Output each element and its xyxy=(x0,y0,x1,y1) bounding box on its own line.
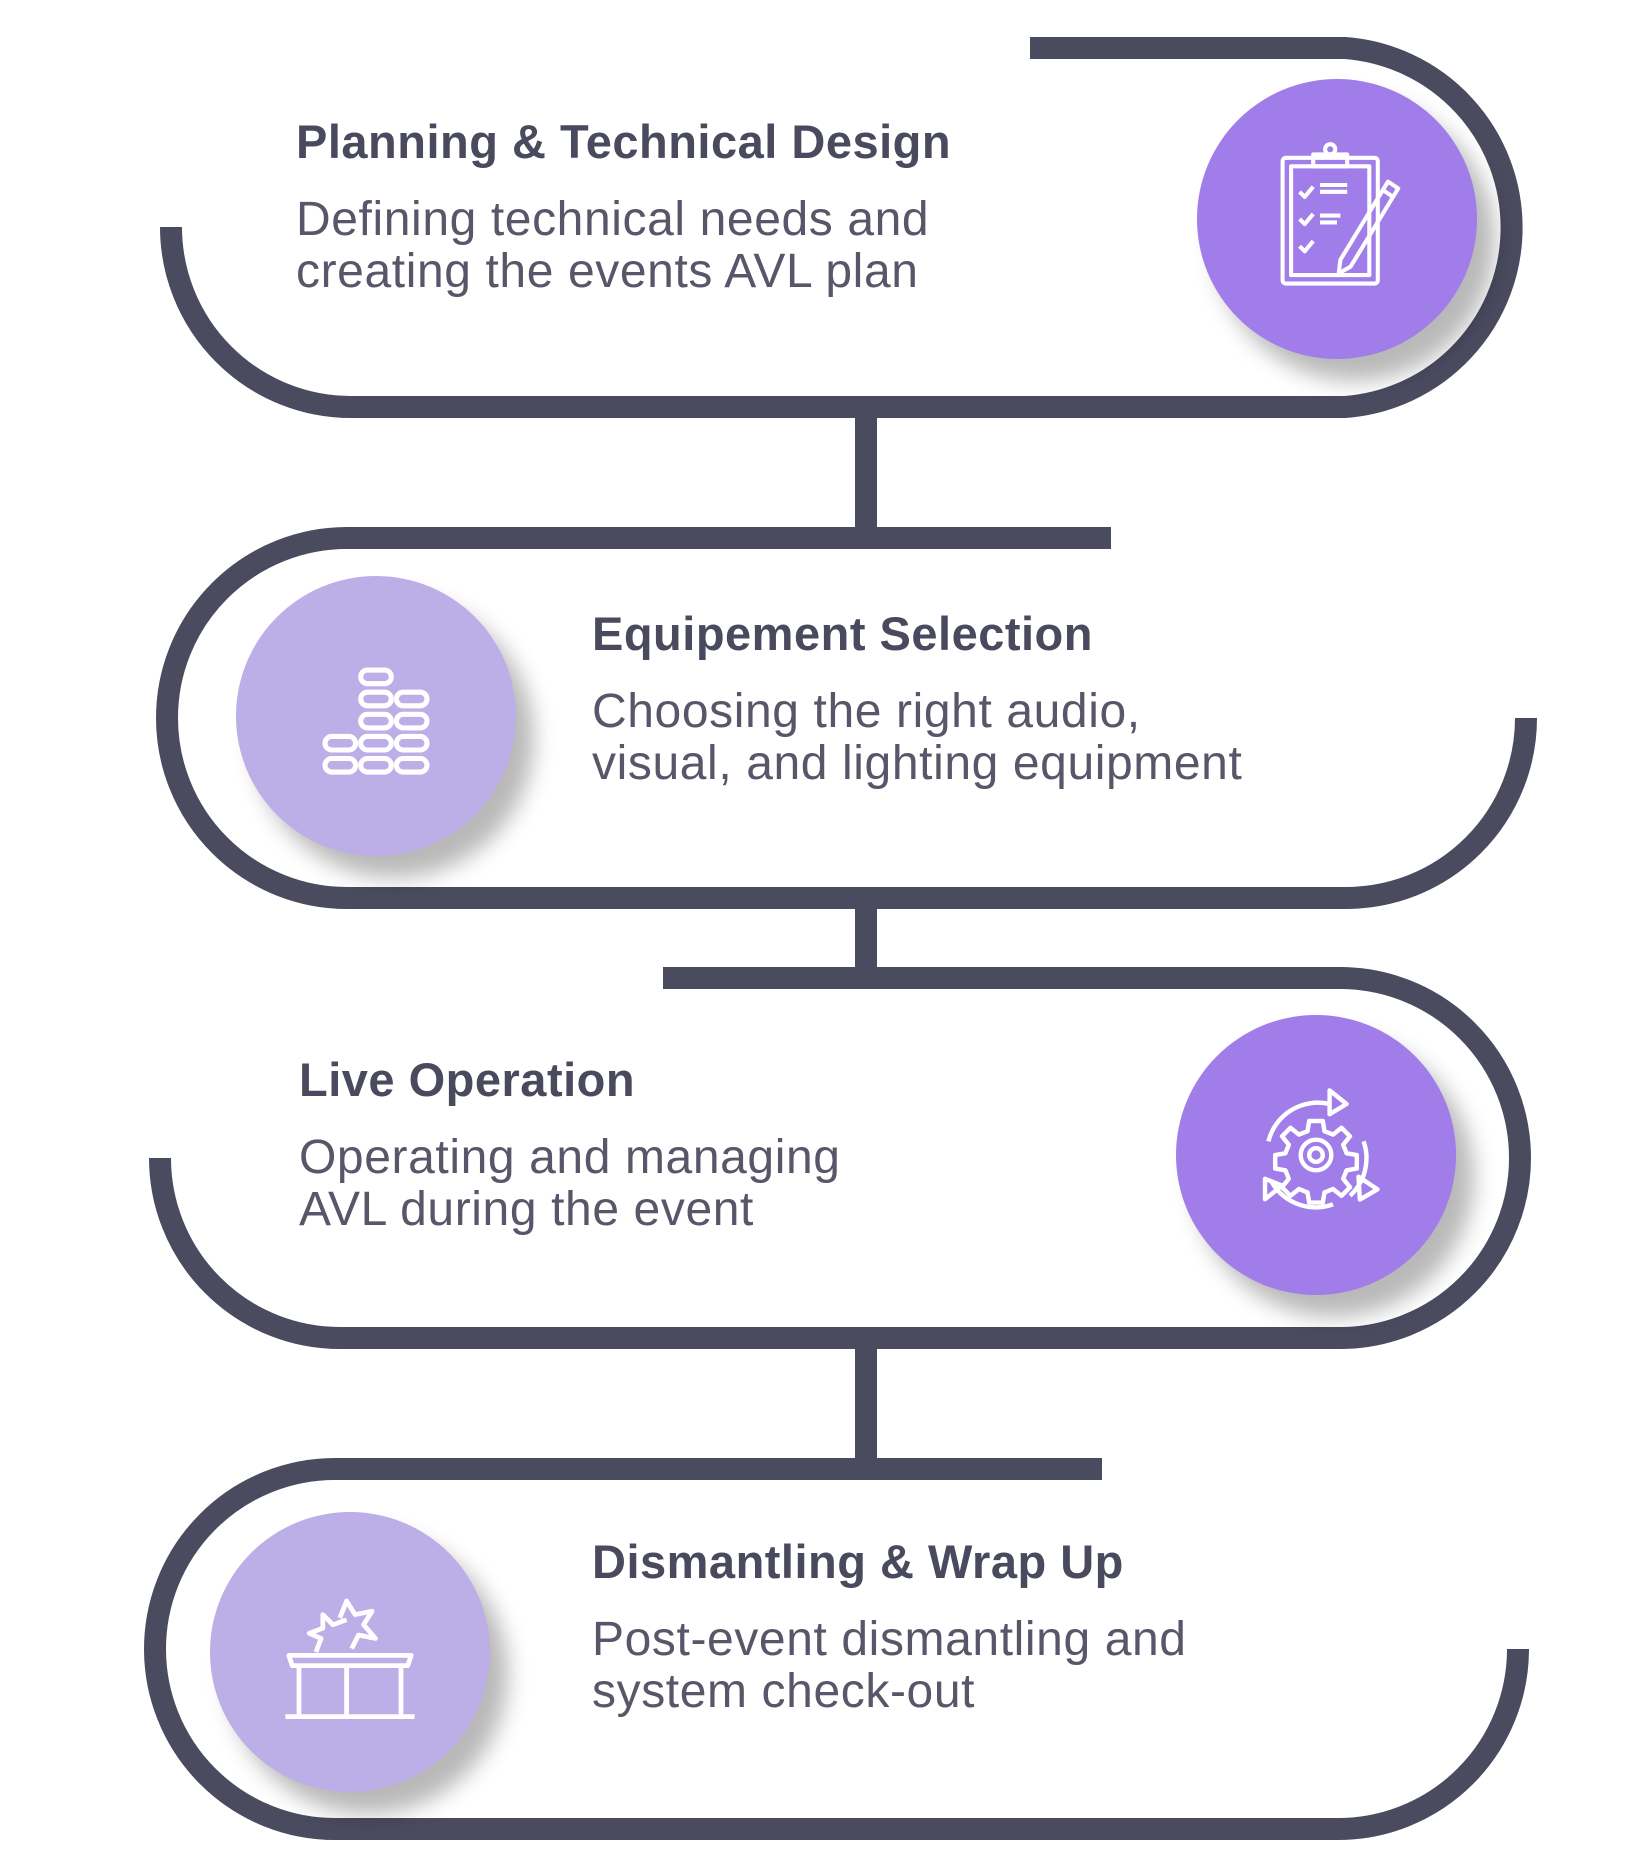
step-4-desc-line-2: system check-out xyxy=(592,1665,976,1718)
step-3-desc-line-1: Operating and managing xyxy=(299,1131,841,1184)
step-4-desc-line-1: Post-event dismantling and xyxy=(592,1613,1187,1666)
card-outline-2 xyxy=(156,527,1537,909)
equalizer-icon xyxy=(322,667,430,775)
step-1-icon-circle xyxy=(1197,79,1477,359)
step-3-title: Live Operation xyxy=(299,1053,636,1106)
open-box-icon xyxy=(285,1598,415,1719)
step-2-icon-circle xyxy=(236,576,516,856)
card-outline-3 xyxy=(149,967,1531,1349)
step-3: Live Operation Operating and managing AV… xyxy=(299,1052,841,1238)
step-2-desc-line-2: visual, and lighting equipment xyxy=(592,737,1243,790)
card-outline-1 xyxy=(160,37,1523,418)
step-2: Equipement Selection Choosing the right … xyxy=(592,606,1242,792)
gear-cycle-icon xyxy=(1262,1088,1380,1210)
step-4: Dismantling & Wrap Up Post-event dismant… xyxy=(592,1534,1187,1720)
step-3-desc-line-2: AVL during the event xyxy=(299,1183,754,1236)
step-1-title: Planning & Technical Design xyxy=(296,115,952,168)
step-4-title: Dismantling & Wrap Up xyxy=(592,1535,1124,1588)
card-outline-4 xyxy=(144,1458,1529,1840)
step-2-desc-line-1: Choosing the right audio, xyxy=(592,685,1141,738)
step-1: Planning & Technical Design Defining tec… xyxy=(296,114,951,300)
clipboard-checklist-icon xyxy=(1280,142,1401,286)
step-1-desc-line-1: Defining technical needs and xyxy=(296,193,930,246)
step-1-desc-line-2: creating the events AVL plan xyxy=(296,245,919,298)
step-4-icon-circle xyxy=(210,1512,490,1792)
step-2-title: Equipement Selection xyxy=(592,607,1093,660)
step-3-icon-circle xyxy=(1176,1015,1456,1295)
